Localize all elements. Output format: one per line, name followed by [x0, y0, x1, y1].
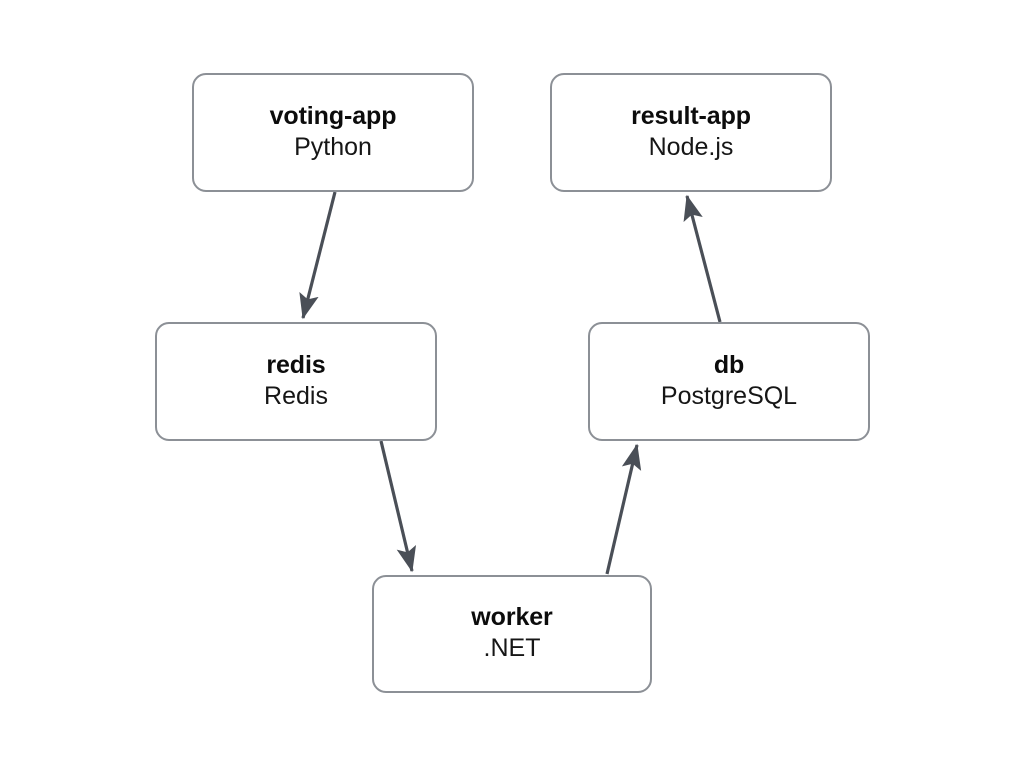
edge-redis-to-worker: [379, 440, 417, 573]
edge-db-to-result-app: [683, 194, 722, 323]
node-title: db: [713, 350, 745, 379]
node-subtitle: Redis: [264, 381, 328, 410]
node-voting-app[interactable]: voting-app Python: [192, 73, 474, 192]
node-worker[interactable]: worker .NET: [372, 575, 652, 693]
node-subtitle: .NET: [483, 634, 541, 663]
edge-voting-app-to-redis: [299, 191, 337, 320]
node-subtitle: Node.js: [648, 132, 734, 161]
node-title: voting-app: [269, 101, 397, 130]
node-redis[interactable]: redis Redis: [155, 322, 437, 441]
node-title: worker: [471, 603, 553, 632]
edge-worker-to-db: [605, 443, 642, 575]
node-title: result-app: [631, 101, 751, 130]
node-subtitle: Python: [294, 132, 372, 161]
node-title: redis: [266, 350, 326, 379]
node-result-app[interactable]: result-app Node.js: [550, 73, 832, 192]
node-subtitle: PostgreSQL: [660, 381, 798, 410]
node-db[interactable]: db PostgreSQL: [588, 322, 870, 441]
